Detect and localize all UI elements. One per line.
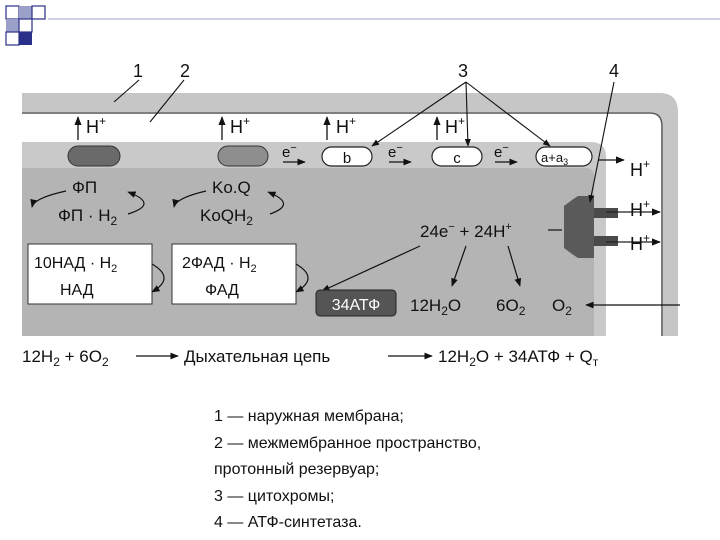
decorative-squares: [5, 5, 46, 46]
atp-box: [315, 289, 397, 317]
fad-label: ФАД: [205, 282, 239, 299]
callouts: 1 2 3 4: [113, 61, 619, 203]
callout-2: 2: [180, 61, 190, 81]
oxygen-label: O2: [552, 296, 572, 318]
fp-cycle: ФП ФП · Н2: [30, 178, 145, 228]
atp-synthase: [564, 196, 661, 258]
proton-label-5: H+: [630, 157, 650, 180]
carrier-complex-1: [67, 145, 121, 167]
electron-label-2: e−: [388, 142, 403, 161]
cytochrome-b: [321, 146, 373, 167]
proton-label-7: H+: [630, 231, 650, 254]
proton-label-2: H+: [230, 114, 250, 137]
legend-line-1: 1 — наружная мембрана;: [214, 408, 404, 425]
equation-24: 24e− + 24H+: [420, 221, 512, 241]
fad-box: 2ФАД · Н2 ФАД: [171, 243, 309, 305]
proton-label-4: H+: [445, 114, 465, 137]
products-row: 34АТФ 12H2O 6O2 O2: [315, 289, 680, 318]
oxygen-6-label: 6O2: [496, 296, 526, 318]
electron-transfers: e− e− e−: [282, 142, 518, 166]
fp-h2-label: ФП · Н2: [58, 206, 118, 228]
proton-arrows: [74, 116, 625, 164]
electron-label-3: e−: [494, 142, 509, 161]
cytochrome-a-a3-label: a+a3: [541, 150, 568, 167]
summary-middle: Дыхательная цепь: [184, 347, 330, 366]
nad-h2-label: 10НАД · Н2: [34, 255, 117, 275]
summary-left: 12H2 + 6O2: [22, 347, 109, 369]
carrier-complex-2: [217, 145, 269, 167]
proton-label-6: H+: [630, 197, 650, 220]
atp-box-label: 34АТФ: [332, 297, 381, 314]
koq-cycle: Ko.Q KoQH2: [172, 178, 285, 228]
callout-1: 1: [133, 61, 143, 81]
legend-line-2: 2 — межмембранное пространство,: [214, 434, 482, 452]
nad-box: 10НАД · Н2 НАД: [27, 243, 165, 305]
proton-label-1: H+: [86, 114, 106, 137]
cytochrome-c-label: c: [453, 150, 461, 167]
matrix: [22, 168, 594, 336]
cytochrome-a-a3: [535, 146, 593, 167]
koqh2-label: KoQH2: [200, 206, 253, 228]
respiratory-chain-diagram: b c a+a3 H+ H+ H+ H+ H+ H+ H+ e− e− e−: [22, 61, 680, 369]
nad-label: НАД: [60, 282, 94, 299]
cytochrome-c: [431, 146, 483, 167]
electron-proton-equation: 24e− + 24H+: [321, 221, 562, 292]
legend-line-4: 3 — цитохромы;: [214, 487, 335, 505]
summary-equation: 12H2 + 6O2 Дыхательная цепь 12H2O + 34АТ…: [22, 347, 599, 369]
water-label: 12H2O: [410, 296, 461, 318]
legend-caption: 1 — наружная мембрана; 2 — межмембранное…: [214, 404, 694, 537]
summary-right: 12H2O + 34АТФ + Qт: [438, 347, 599, 369]
outer-membrane-line: [22, 112, 663, 336]
membrane-carriers: b c a+a3: [67, 145, 593, 167]
proton-label-3: H+: [336, 114, 356, 137]
legend-line-5: 4 — АТФ-синтетаза.: [214, 514, 362, 531]
callout-3: 3: [458, 61, 468, 81]
slide-decoration: [5, 5, 720, 46]
electron-label-1: e−: [282, 142, 297, 161]
legend-line-3: протонный резервуар;: [214, 461, 380, 478]
fad-h2-label: 2ФАД · Н2: [182, 255, 257, 275]
callout-4: 4: [609, 61, 619, 81]
cytochrome-b-label: b: [343, 150, 351, 167]
fp-label: ФП: [72, 178, 97, 197]
proton-labels: H+ H+ H+ H+ H+ H+ H+: [86, 114, 650, 254]
koq-label: Ko.Q: [212, 178, 251, 197]
